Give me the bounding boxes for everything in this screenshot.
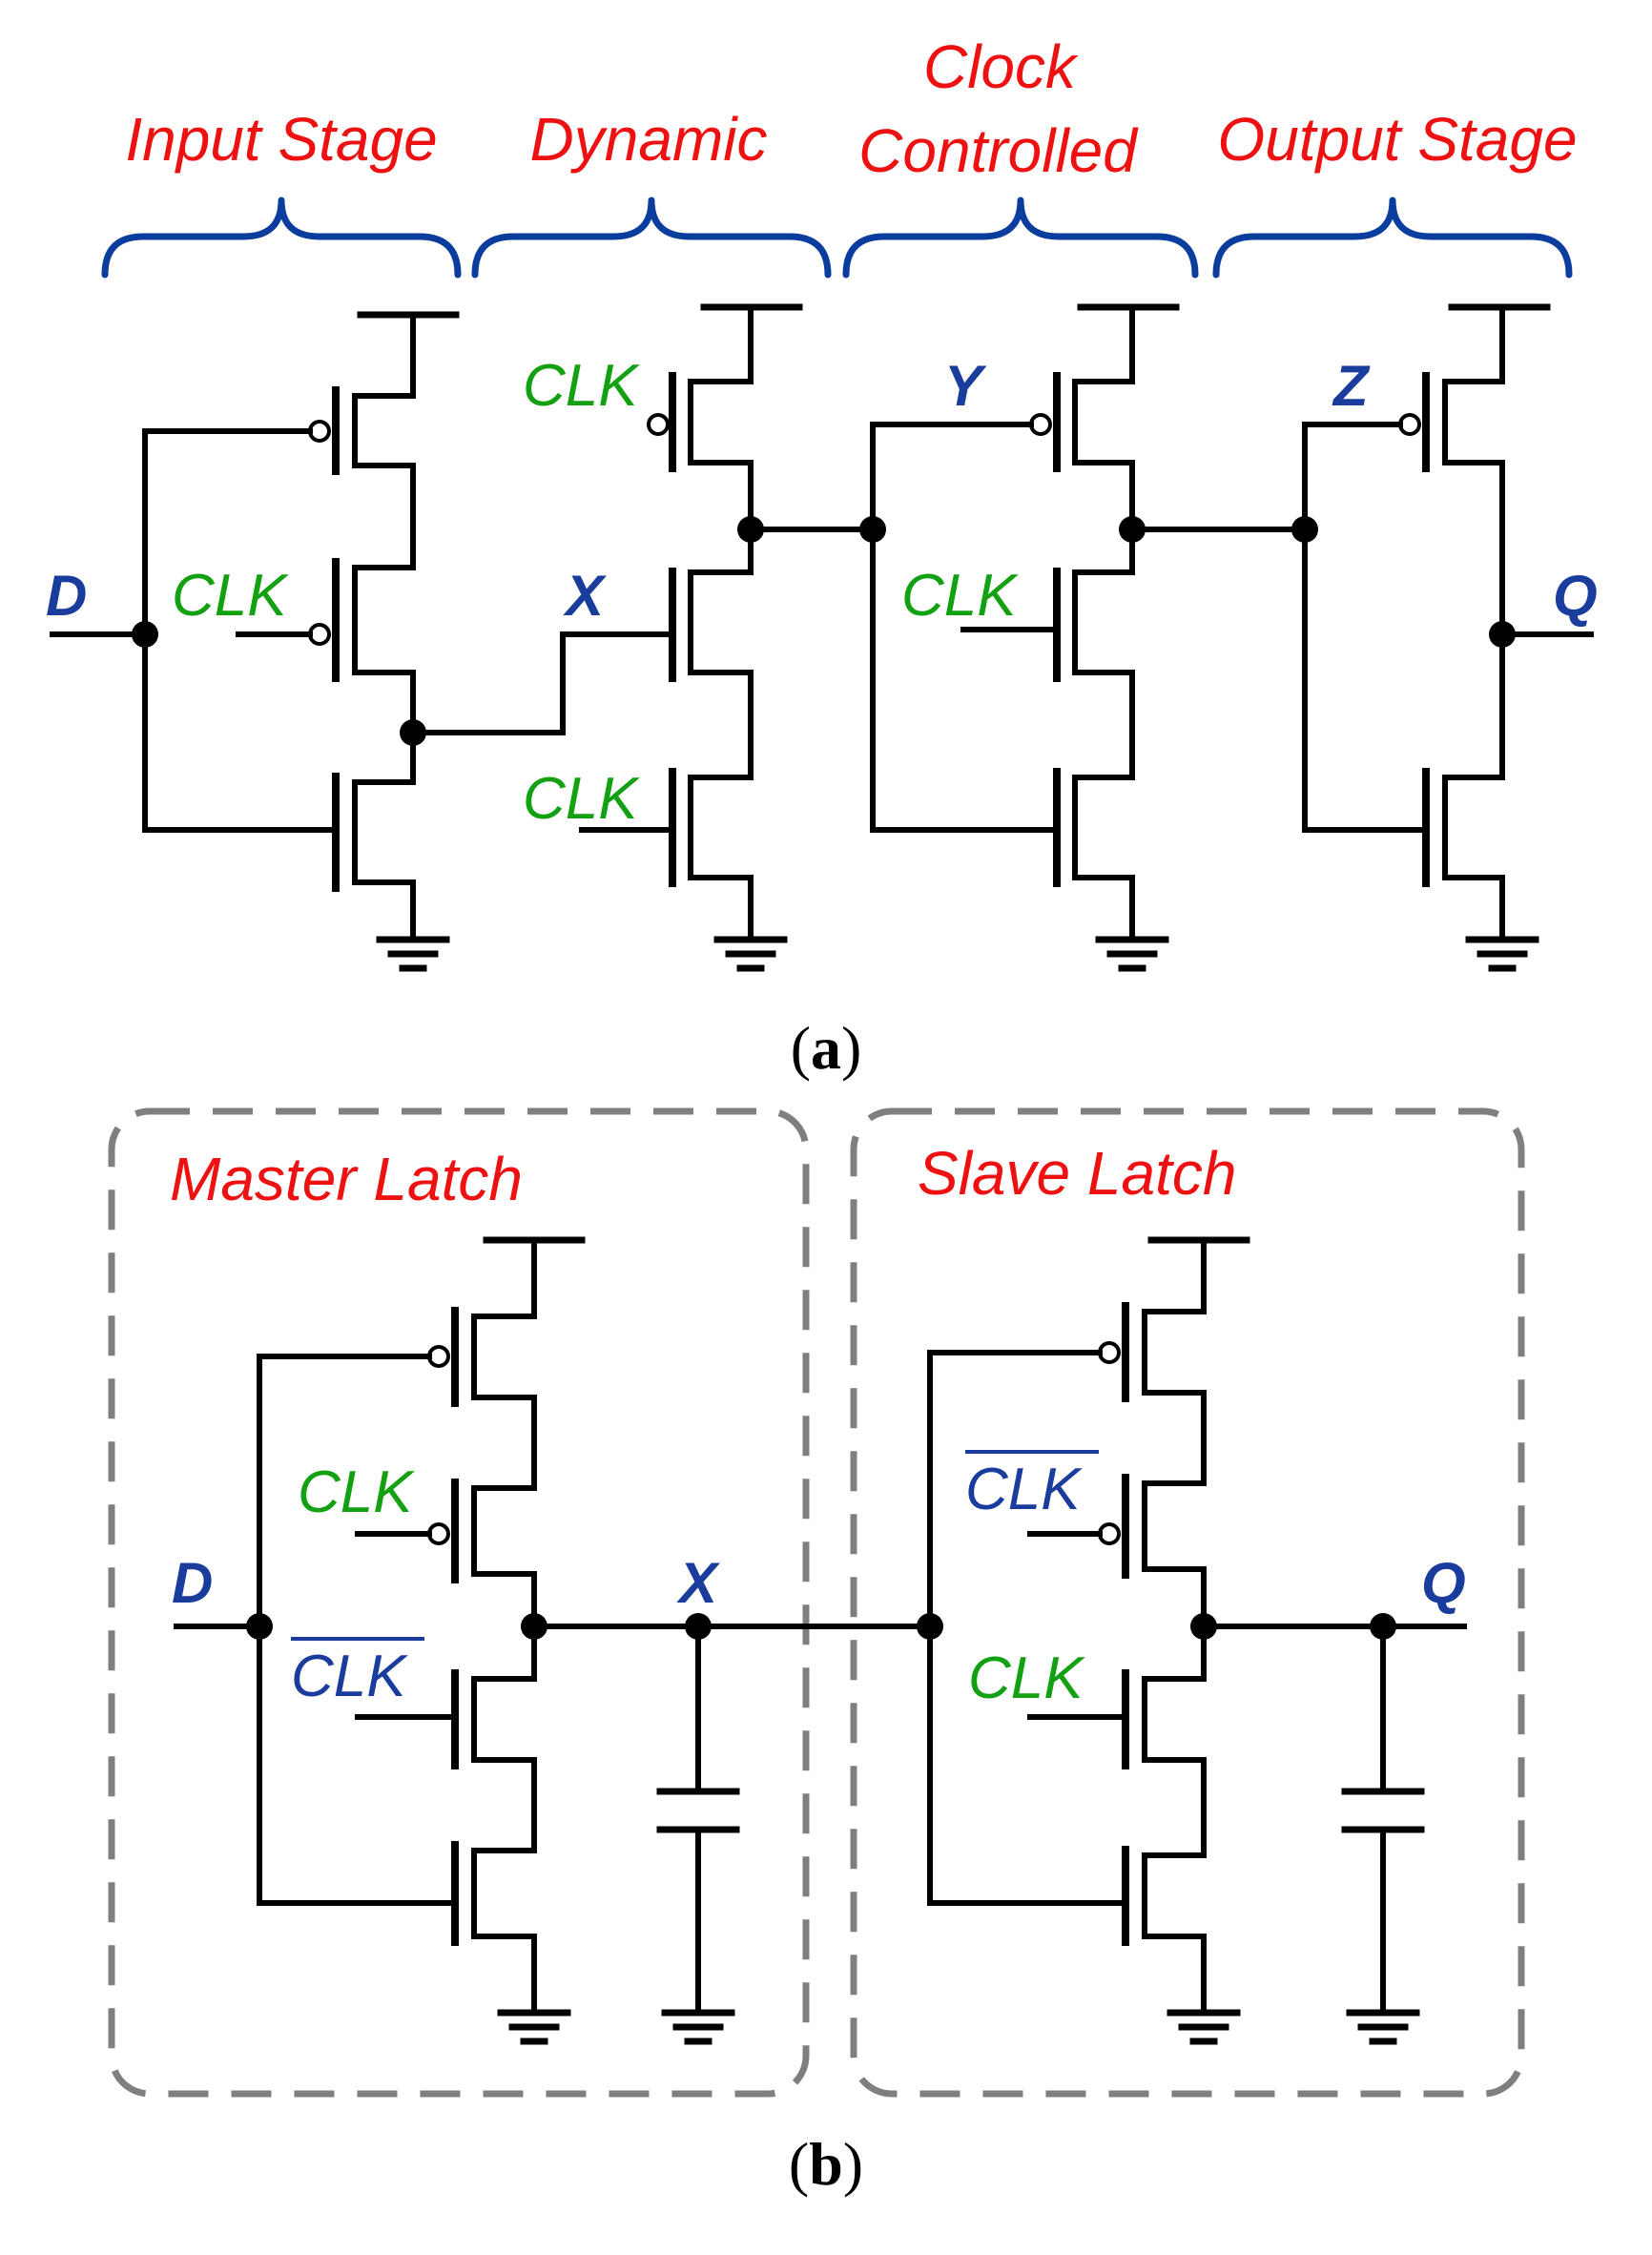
node-label-d: D: [46, 564, 87, 628]
ground-icon: [1346, 2009, 1420, 2045]
ground-icon: [1095, 936, 1169, 972]
clk-bar-text: CLK: [965, 1457, 1083, 1522]
ground-icon: [1465, 936, 1539, 972]
clk-label: CLK: [901, 563, 1019, 629]
junction-dot: [1291, 516, 1318, 543]
stage-label-controlled: Controlled: [858, 116, 1139, 185]
input-stage-circuit: [50, 311, 675, 972]
output-stage-circuit: [1291, 303, 1594, 972]
junction-dot: [1190, 1613, 1217, 1640]
ground-icon: [713, 936, 788, 972]
node-label-z: Z: [1332, 354, 1371, 418]
junction-dot: [917, 1613, 943, 1640]
node-label-x: X: [563, 564, 608, 628]
master-latch-box: [108, 1107, 810, 2098]
clk-bar-label: CLK: [291, 1637, 424, 1709]
slave-latch-label: Slave Latch: [918, 1139, 1236, 1208]
node-label-d: D: [172, 1551, 213, 1615]
clk-label: CLK: [968, 1645, 1085, 1711]
slave-latch-circuit: [917, 1236, 1467, 2045]
node-label-q: Q: [1421, 1551, 1466, 1615]
stage-label-output: Output Stage: [1217, 105, 1577, 174]
ground-icon: [376, 936, 450, 972]
dynamic-stage-circuit: [579, 303, 876, 972]
junction-dot: [1370, 1613, 1396, 1640]
node-label-q: Q: [1553, 564, 1598, 628]
ground-icon: [661, 2009, 735, 2045]
junction-dot: [521, 1613, 547, 1640]
node-label-y: Y: [944, 354, 987, 418]
clk-bar-label: CLK: [965, 1450, 1099, 1522]
panel-b: Master Latch Slave Latch: [108, 1107, 1525, 2198]
brace-output-stage: [1212, 197, 1573, 279]
clk-label: CLK: [523, 766, 640, 832]
caption-a: (a): [791, 1014, 862, 1082]
junction-dot: [1489, 621, 1516, 648]
junction-dot: [859, 516, 886, 543]
brace-input-stage: [101, 197, 462, 279]
master-latch-label: Master Latch: [170, 1145, 523, 1213]
junction-dot: [737, 516, 764, 543]
clk-label: CLK: [172, 563, 289, 629]
caption-b: (b): [789, 2130, 863, 2198]
brace-clock-stage: [842, 197, 1199, 279]
ground-icon: [1167, 2009, 1241, 2045]
master-latch-circuit: [174, 1236, 933, 2045]
clk-label: CLK: [523, 353, 640, 419]
pmos-bubble: [647, 413, 670, 436]
stage-label-clock: Clock: [923, 32, 1079, 101]
clock-controlled-stage-circuit: [859, 303, 1308, 972]
junction-dot: [132, 621, 158, 648]
junction-dot: [400, 719, 426, 746]
stage-label-dynamic: Dynamic: [530, 105, 768, 174]
clk-label: CLK: [298, 1459, 415, 1525]
slave-latch-box: [850, 1107, 1525, 2098]
panel-a: Input Stage Dynamic Clock Controlled Out…: [46, 32, 1598, 1082]
clk-bar-text: CLK: [291, 1644, 408, 1709]
node-label-x: X: [676, 1551, 721, 1615]
junction-dot: [246, 1613, 273, 1640]
stage-label-input: Input Stage: [125, 105, 437, 174]
ground-icon: [497, 2009, 571, 2045]
junction-dot: [1119, 516, 1146, 543]
brace-dynamic-stage: [471, 197, 832, 279]
junction-dot: [685, 1613, 712, 1640]
